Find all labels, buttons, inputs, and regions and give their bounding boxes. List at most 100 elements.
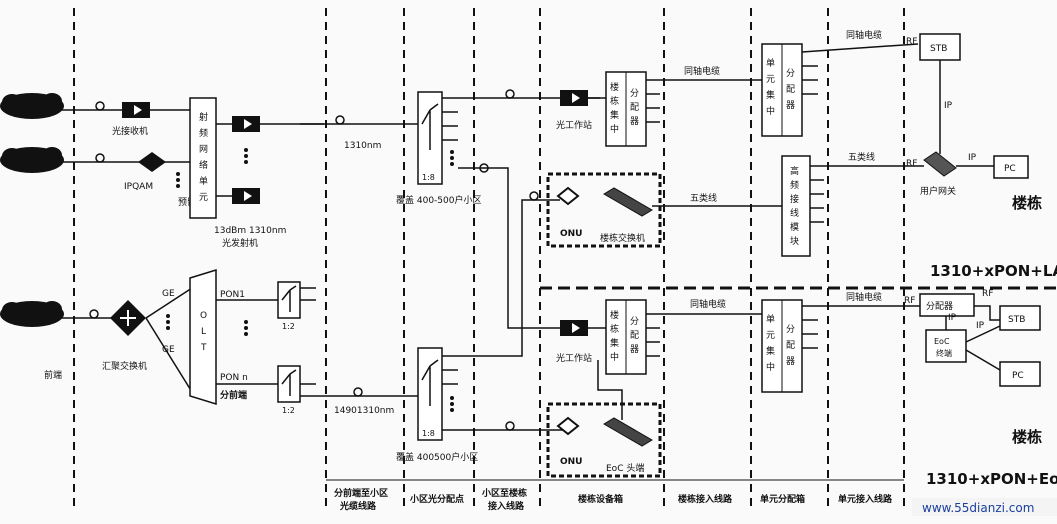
eoc-terminal-label: 终端 [936, 348, 952, 358]
splitter-box-label: 分配器 [926, 301, 953, 312]
tx-power-label: 13dBm 1310nm [214, 226, 286, 236]
coax-label: 同轴电缆 [690, 298, 726, 310]
ge-label: GE [162, 345, 175, 355]
coax-label: 同轴电缆 [684, 65, 720, 77]
cat5-label: 五类线 [848, 151, 875, 163]
svg-text:小区光分配点: 小区光分配点 [409, 493, 464, 505]
column-dividers [73, 8, 905, 512]
svg-text:集: 集 [766, 89, 775, 101]
olt-unit [189, 268, 217, 406]
scheme-subtitle: 1310+xPON+EoC [926, 470, 1057, 488]
optical-station-icon [560, 320, 588, 336]
svg-text:单元分配箱: 单元分配箱 [760, 493, 805, 505]
building-switch-label: 楼栋交换机 [600, 232, 645, 244]
cat5-label: 五类线 [690, 192, 717, 204]
rf-label: RF [982, 289, 993, 299]
svg-text:T: T [200, 343, 207, 353]
scheme-subtitle: 1310+xPON+LAN [930, 262, 1057, 280]
ellipsis-dots [244, 148, 248, 164]
building-switch-icon [603, 187, 653, 217]
stb-box [999, 305, 1041, 331]
ge-label: GE [162, 289, 175, 299]
stb-label: STB [930, 44, 947, 54]
eoc-head-label: EoC 头端 [606, 462, 644, 474]
stb-box [919, 33, 961, 61]
home-gateway-label: 用户网关 [920, 185, 956, 197]
network-cloud [0, 93, 64, 119]
coverage-label: 覆盖 400-500户小区 [396, 194, 481, 206]
wavelength-label: 1310nm [344, 141, 381, 151]
eoc-head-icon [603, 417, 653, 447]
coverage-label: 覆盖 400500户小区 [396, 451, 478, 463]
ip-label: IP [944, 101, 953, 111]
optical-transmitter-icon [232, 188, 260, 204]
svg-text:配: 配 [786, 84, 795, 95]
optical-receiver-label: 光接收机 [112, 125, 148, 137]
ponn-label: PON n [220, 373, 248, 383]
ip-label: IP [968, 153, 977, 163]
svg-text:器: 器 [786, 100, 795, 111]
optical-transmitter-label: 光发射机 [222, 237, 258, 249]
svg-text:O: O [200, 311, 207, 321]
svg-text:配: 配 [630, 102, 639, 113]
pc-box [999, 361, 1041, 387]
optical-station-label: 光工作站 [556, 119, 592, 131]
ipqam-icon [138, 152, 166, 172]
rf-label: RF [906, 159, 917, 169]
eoc-terminal-label: EoC [934, 337, 950, 346]
svg-text:单: 单 [766, 57, 775, 69]
svg-text:楼栋接入线路: 楼栋接入线路 [678, 493, 733, 505]
svg-text:分: 分 [630, 316, 639, 327]
svg-text:单: 单 [766, 313, 775, 325]
svg-text:中: 中 [766, 361, 775, 373]
svg-text:楼栋设备箱: 楼栋设备箱 [578, 493, 623, 505]
svg-text:L: L [201, 327, 206, 337]
ip-label: IP [948, 313, 957, 323]
rf-label: RF [904, 296, 915, 306]
aggregation-switch-label: 汇聚交换机 [102, 360, 147, 372]
split-ratio-label: 1:8 [422, 173, 435, 182]
onu-box [546, 402, 662, 478]
svg-text:小区至楼栋: 小区至楼栋 [481, 487, 527, 499]
rf-mixer-unit [189, 97, 217, 219]
svg-text:块: 块 [790, 235, 799, 247]
split-ratio-label: 1:8 [422, 429, 435, 438]
optical-receiver-icon [122, 102, 150, 118]
svg-text:分: 分 [630, 88, 639, 99]
onu-icon [556, 416, 580, 436]
building-concentrator: 楼 栋 集 中 分 配 器 [605, 299, 647, 375]
onu-label: ONU [560, 229, 583, 239]
ratio-label: 1:2 [282, 322, 295, 331]
svg-text:配: 配 [786, 340, 795, 351]
svg-text:接入线路: 接入线路 [488, 500, 525, 512]
front-end-label: 前端 [44, 369, 62, 381]
svg-text:集: 集 [766, 345, 775, 357]
svg-text:光缆线路: 光缆线路 [339, 500, 377, 512]
wavelength-label: 14901310nm [334, 406, 394, 416]
svg-text:网: 网 [199, 144, 208, 155]
eoc-terminal [925, 329, 967, 363]
pc-label: PC [1004, 164, 1016, 174]
svg-text:楼: 楼 [610, 81, 619, 93]
coax-label: 同轴电缆 [846, 29, 882, 41]
network-cloud [0, 147, 64, 173]
svg-text:线: 线 [790, 207, 799, 219]
svg-text:器: 器 [786, 356, 795, 367]
pc-label: PC [1012, 371, 1024, 381]
rf-mixer-label: 射 频 网 络 单 元 [199, 111, 208, 203]
olt-label: O L T [200, 311, 207, 353]
ellipsis-dots [176, 172, 180, 188]
ratio-label: 1:2 [282, 406, 295, 415]
ellipsis-dots [166, 314, 170, 330]
svg-text:接: 接 [790, 193, 799, 205]
onu-icon [556, 186, 580, 206]
svg-text:栋: 栋 [610, 95, 619, 107]
svg-text:中: 中 [610, 123, 619, 135]
svg-text:频: 频 [199, 127, 208, 139]
pc-box [993, 155, 1029, 179]
splitter-1-8 [417, 347, 443, 441]
optical-station-label: 光工作站 [556, 352, 592, 364]
splitter-1-2 [277, 281, 301, 319]
ellipsis-dots [450, 396, 454, 412]
